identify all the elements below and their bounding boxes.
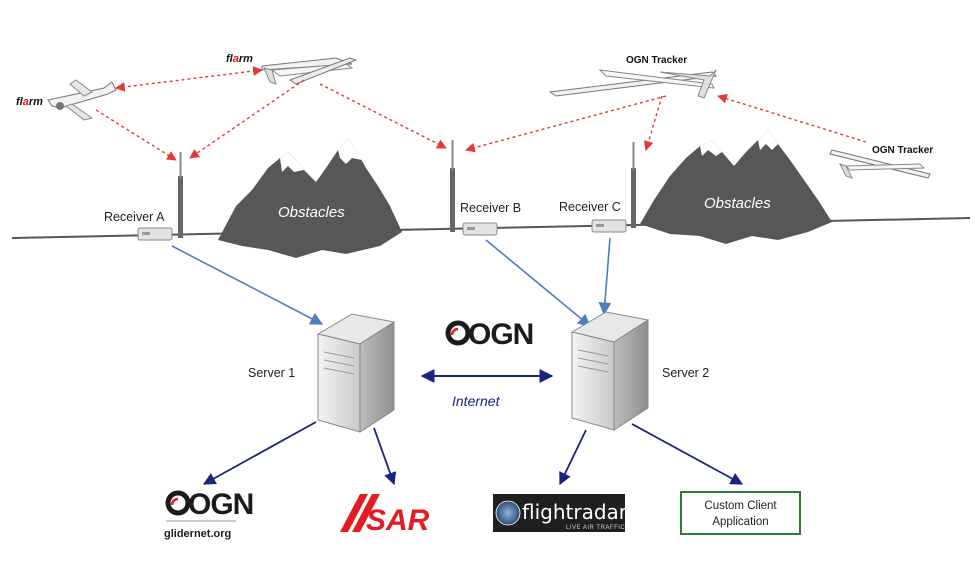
receiver-b: Receiver B [450, 140, 521, 236]
server-2-label: Server 2 [662, 366, 709, 380]
server-2: Server 2 [570, 311, 709, 431]
flightradar24-text: flightradar24 [522, 500, 652, 524]
ogn-logo-center: OGN [445, 318, 534, 351]
flarm-glider: flarm [226, 53, 358, 85]
custom-client-box: Custom Client Application [680, 491, 801, 535]
radio-link-flarm-to-flarm [115, 66, 263, 92]
obstacles-left-label: Obstacles [278, 204, 345, 221]
link-server-2-flightradar [559, 429, 587, 486]
receiver-c-label: Receiver C [559, 200, 621, 214]
link-server-1-sar [373, 427, 397, 486]
glidernet-text: glidernet.org [164, 528, 231, 540]
radio-link-tracker-to-receiver-c [643, 95, 663, 151]
link-server-1-glidernet [202, 421, 317, 485]
ogn-logo-center-text: OGN [468, 318, 533, 351]
receiver-server-links [171, 237, 612, 327]
flarm-plane: flarm [16, 79, 117, 121]
link-server-2-custom-client [631, 423, 744, 485]
server-client-links [202, 421, 744, 486]
custom-client-line-1: Custom Client [704, 500, 777, 512]
link-receiver-a-server-1 [171, 245, 324, 325]
sar-logo: SAR [340, 494, 430, 537]
ogn-glidernet-logo: OGN glidernet.org [164, 488, 254, 540]
internet-label: Internet [452, 393, 501, 409]
radio-links [95, 66, 867, 161]
ogn-tracker-glider-top: OGN Tracker [548, 55, 718, 99]
obstacles-right-label: Obstacles [704, 195, 771, 212]
obstacles-right-mountain: Obstacles [640, 130, 832, 244]
flarm-label-glider: flarm [226, 53, 253, 65]
custom-client-line-2: Application [712, 516, 768, 528]
ogn-tracker-label-right: OGN Tracker [872, 145, 933, 156]
receiver-c: Receiver C [559, 142, 636, 233]
radio-link-tracker-to-receiver-b [465, 95, 667, 153]
obstacles-left-mountain: Obstacles [218, 138, 402, 258]
flightradar24-logo: flightradar24 LIVE AIR TRAFFIC [493, 494, 652, 532]
ogn-logo-bottom-text: OGN [188, 488, 253, 521]
radio-link-plane-to-receiver-a [95, 109, 177, 161]
ogn-tracker-glider-right: OGN Tracker [829, 145, 933, 179]
receiver-b-label: Receiver B [460, 201, 521, 215]
server-1-label: Server 1 [248, 366, 295, 380]
radio-link-glider-to-receiver-a [189, 79, 305, 159]
server-1: Server 1 [248, 313, 396, 433]
flightradar24-subtext: LIVE AIR TRAFFIC [566, 525, 625, 531]
ogn-tracker-label-top: OGN Tracker [626, 55, 687, 66]
flarm-label-plane: flarm [16, 96, 43, 108]
link-receiver-b-server-2 [485, 239, 591, 327]
link-receiver-c-server-2 [598, 237, 612, 316]
receiver-a: Receiver A [104, 152, 183, 241]
radio-link-tracker-right-to-tracker-top [717, 93, 867, 143]
radio-link-glider-to-receiver-b [319, 83, 447, 149]
receiver-a-label: Receiver A [104, 210, 165, 224]
sar-logo-text: SAR [366, 504, 430, 537]
